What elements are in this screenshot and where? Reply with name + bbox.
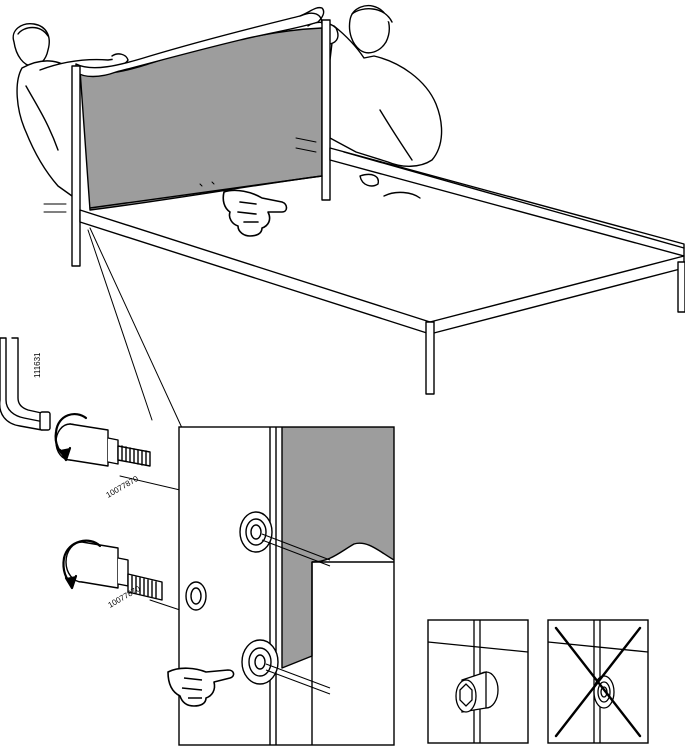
foot-post-right xyxy=(677,261,685,313)
cross-icon xyxy=(554,626,642,738)
screw-markers xyxy=(43,137,317,213)
screw-top xyxy=(55,423,151,467)
headboard-post-right xyxy=(321,19,331,201)
allen-key-icon xyxy=(0,337,51,431)
pointing-hand-icon xyxy=(167,667,235,707)
bolt-hole-left xyxy=(185,581,207,611)
hardware-parts xyxy=(0,337,181,611)
side-rail-right xyxy=(329,147,685,257)
part-number-bottom: 10077870 xyxy=(107,584,143,610)
zoom-line-2 xyxy=(89,227,183,429)
bolt-seated xyxy=(455,671,499,713)
detail-panel-correct xyxy=(427,619,529,744)
zoom-line-1 xyxy=(87,229,153,421)
detail-panel-main xyxy=(167,426,395,746)
headboard-post-left xyxy=(71,65,81,267)
detail-panel-wrong xyxy=(547,619,649,744)
bed-frame-scene xyxy=(12,4,685,429)
headboard-panel xyxy=(79,27,323,211)
bolt-fitting-upper xyxy=(239,511,331,567)
headboard-top-rail xyxy=(75,6,325,78)
pointing-hand-icon xyxy=(222,189,288,237)
foot-rail xyxy=(429,255,685,335)
doc-number: 111631 xyxy=(33,352,42,378)
bolt-fitting-lower xyxy=(241,639,331,695)
screw-bottom xyxy=(65,541,163,601)
part-number-top: 10077870 xyxy=(105,474,141,500)
foot-post-left xyxy=(425,321,435,395)
